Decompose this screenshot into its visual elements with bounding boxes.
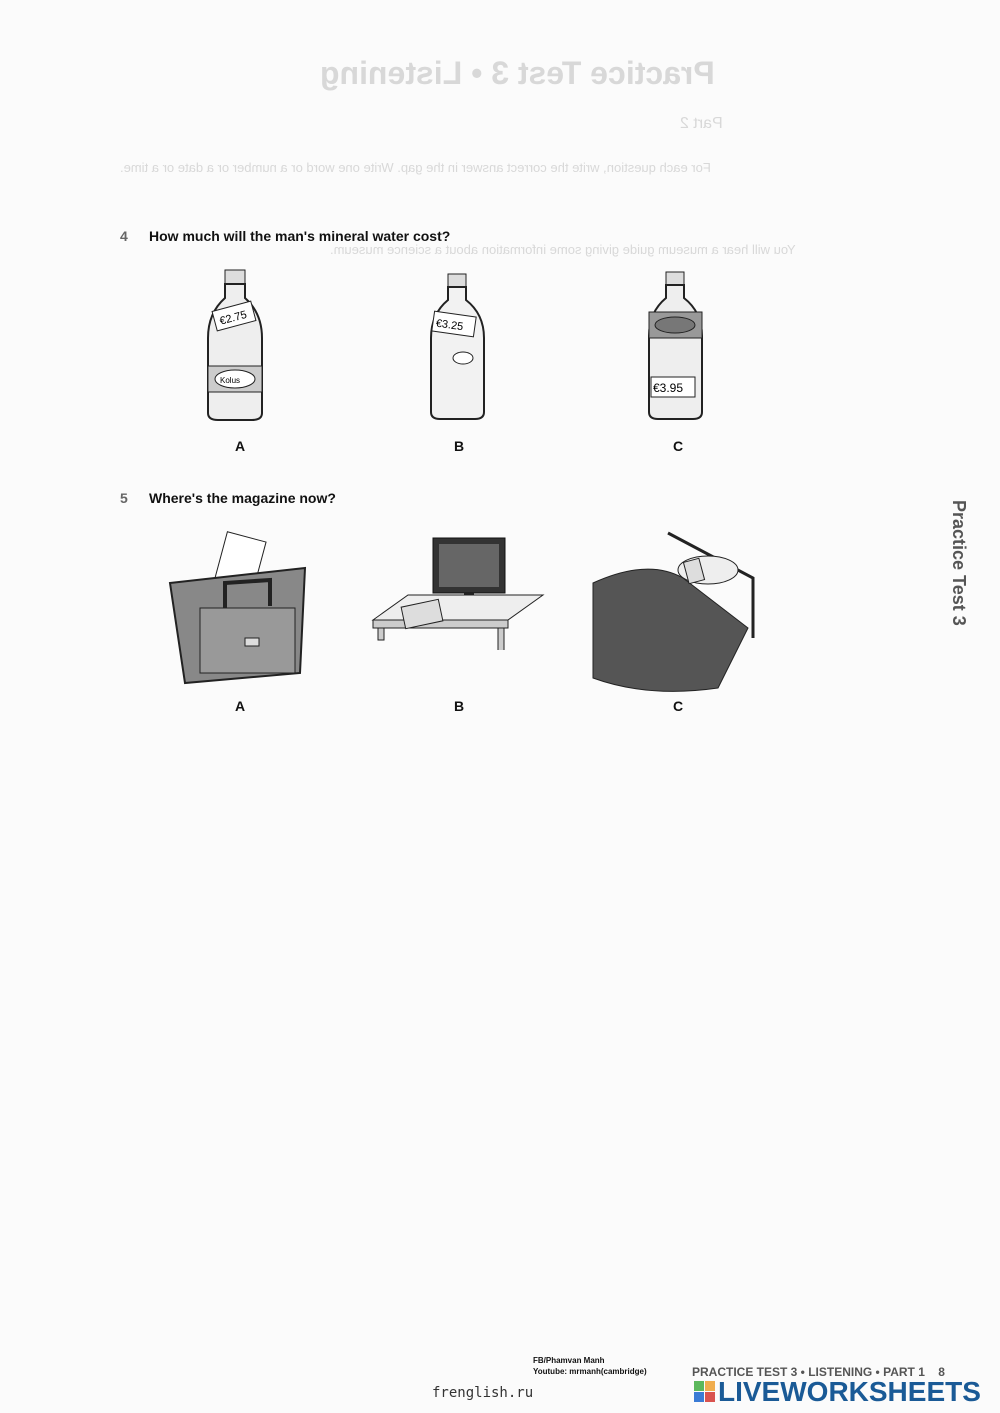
price-b: €3.25 xyxy=(435,318,464,334)
running-title: PRACTICE TEST 3 • LISTENING • PART 1 xyxy=(692,1365,925,1379)
bottle-a-image: €2.75 Kolus xyxy=(207,269,263,421)
question-4-text: How much will the man's mineral water co… xyxy=(149,228,451,244)
credit-fb: FB/Phamvan Manh xyxy=(533,1356,605,1365)
bottle-c-image: €3.95 xyxy=(648,271,703,420)
option-5c-label: C xyxy=(673,698,684,714)
liveworksheets-logo: LIVEWORKSHEETS xyxy=(694,1376,981,1408)
table-with-tv-image xyxy=(371,537,545,650)
ghost-title: Practice Test 3 • Listening xyxy=(320,55,715,91)
bed-with-magazine-image xyxy=(592,531,755,692)
option-5a-label: A xyxy=(235,698,246,714)
logo-text: LIVEWORKSHEETS xyxy=(718,1376,981,1407)
bottle-b-image: €3.25 xyxy=(430,273,485,420)
logo-blocks-icon xyxy=(694,1381,715,1402)
price-c: €3.95 xyxy=(653,381,683,395)
option-4c-label: C xyxy=(673,438,684,454)
option-5b-label: B xyxy=(454,698,465,714)
question-5-number: 5 xyxy=(120,490,128,506)
site-watermark: frenglish.ru xyxy=(432,1385,534,1401)
credit-youtube: Youtube: mrmanh(cambridge) xyxy=(533,1367,647,1376)
page-number: 8 xyxy=(938,1365,945,1379)
ghost-instructions: For each question, write the correct ans… xyxy=(120,160,711,175)
option-4a-label: A xyxy=(235,438,246,454)
running-footer: PRACTICE TEST 3 • LISTENING • PART 1 8 xyxy=(692,1365,945,1379)
ghost-part: Part 2 xyxy=(680,115,723,132)
ghost-intro: You will hear a museum guide giving some… xyxy=(330,242,796,257)
side-tab: Practice Test 3 xyxy=(949,500,969,626)
brand-a: Kolus xyxy=(220,376,240,385)
option-4b-label: B xyxy=(454,438,465,454)
question-5-text: Where's the magazine now? xyxy=(149,490,336,506)
bag-with-magazine-image xyxy=(168,531,307,685)
question-4-number: 4 xyxy=(120,228,128,244)
